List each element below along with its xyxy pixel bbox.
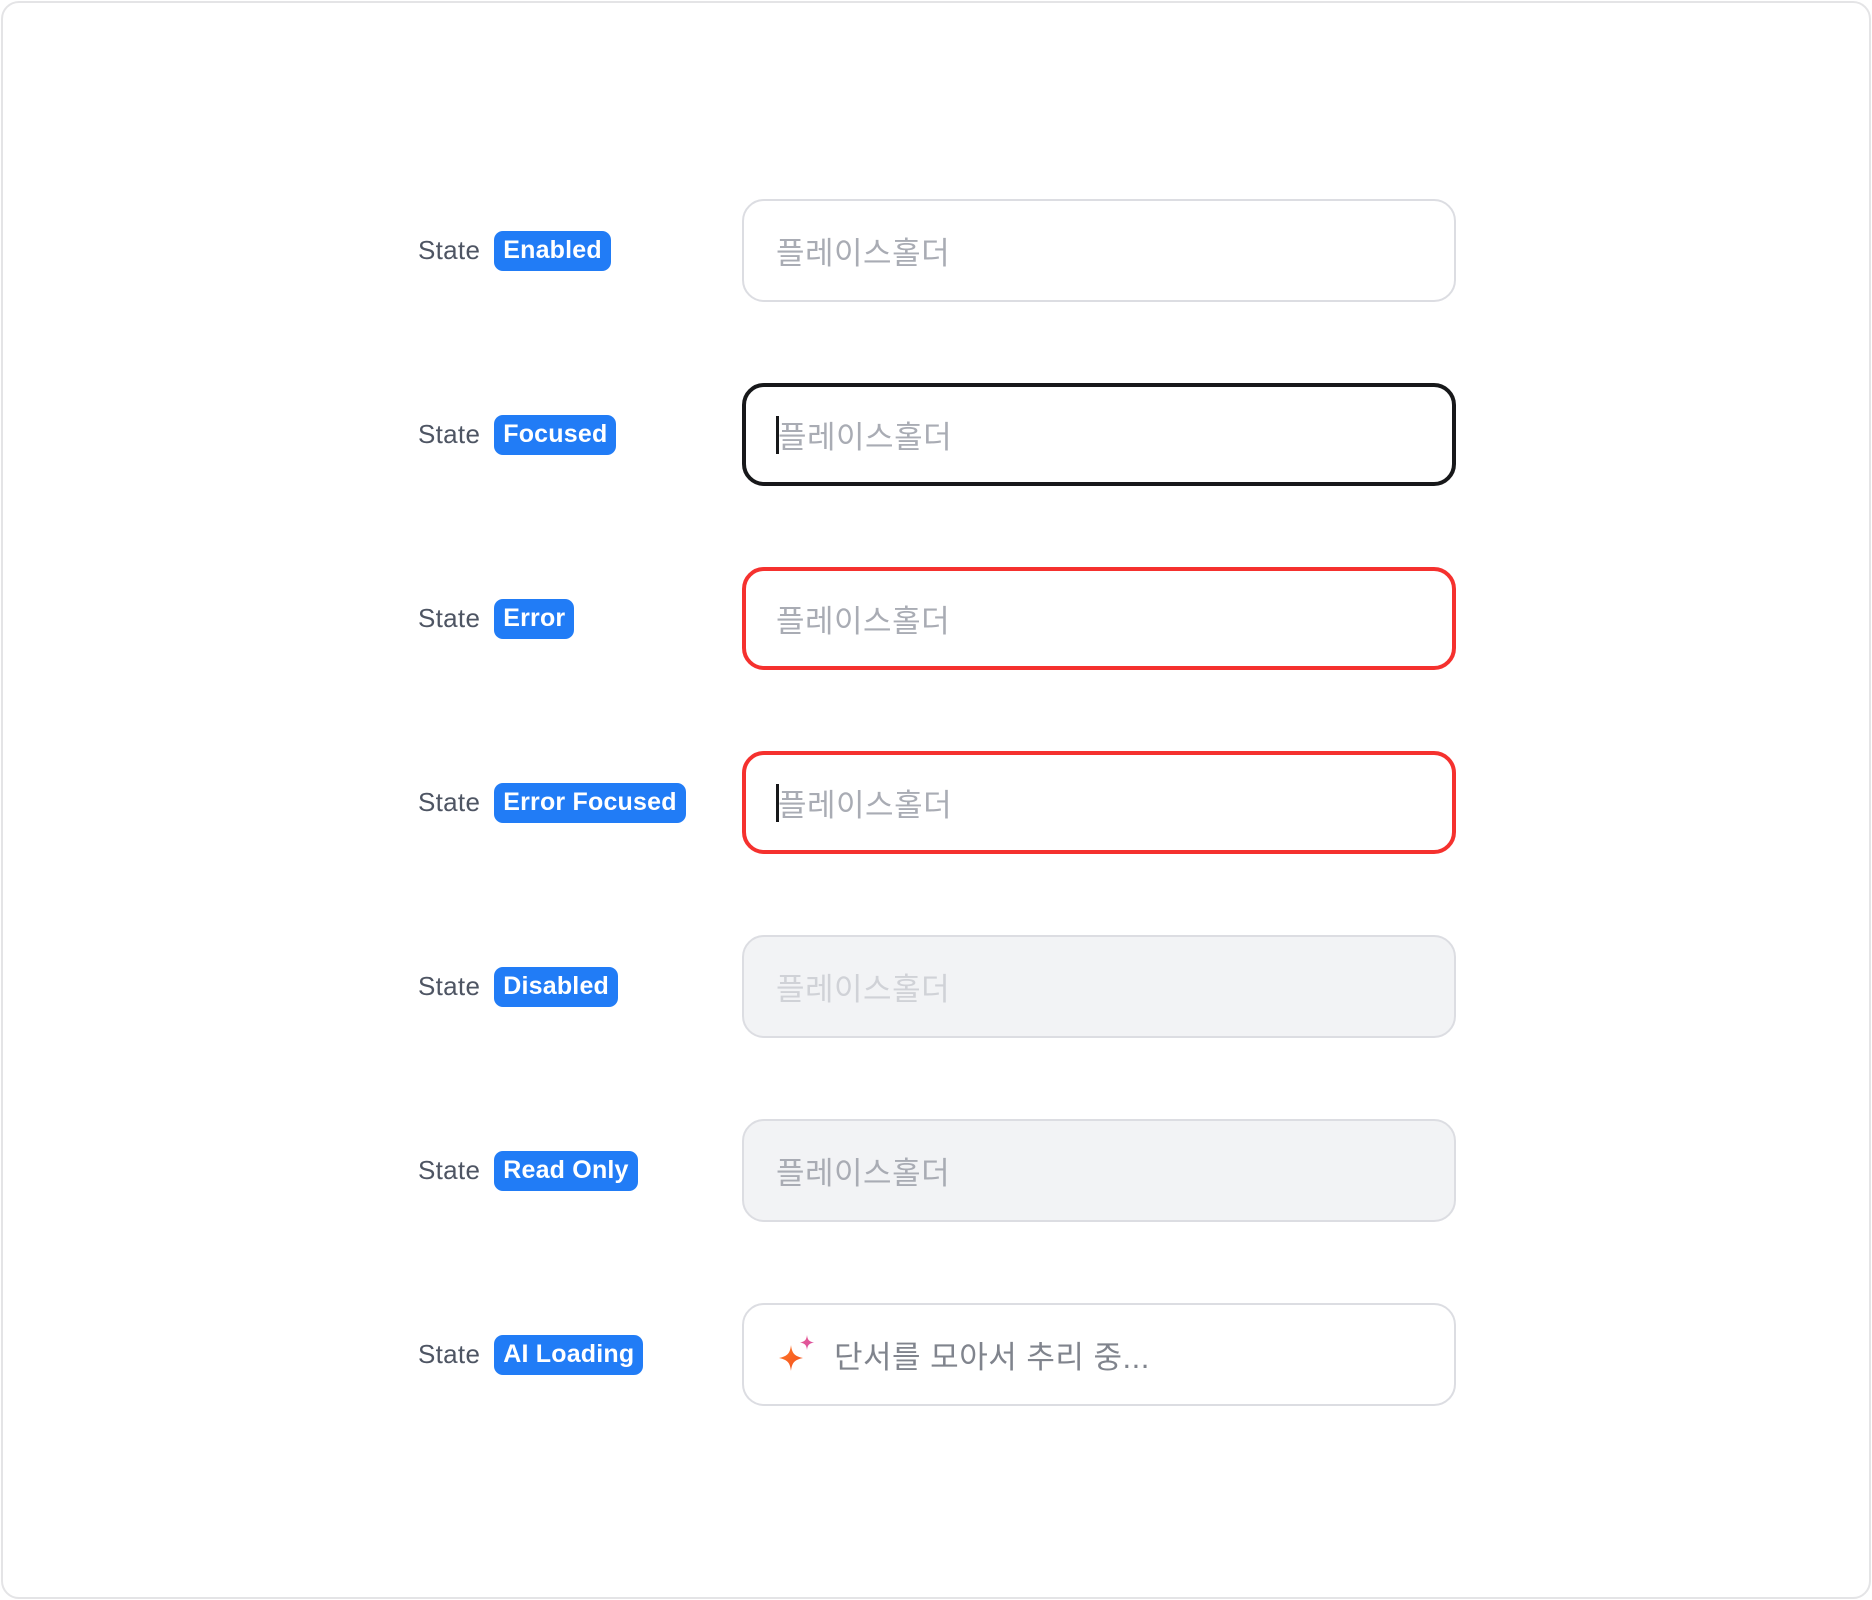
text-input-focused[interactable]: 플레이스홀더: [742, 383, 1456, 486]
sparkle-icon: [779, 1334, 814, 1371]
state-badge-error: Error: [494, 598, 575, 639]
ai-loading-text: 단서를 모아서 추리 중...: [834, 1340, 1150, 1375]
state-badge-disabled: Disabled: [494, 966, 619, 1007]
state-label: State: [418, 1155, 481, 1185]
state-badge-error-focused: Error Focused: [494, 782, 686, 823]
state-row-ai-loading: State AI Loading 단서를 모아서 추리 중...: [3, 1303, 1872, 1406]
state-row-error-focused: State Error Focused 플레이스홀더: [3, 751, 1872, 854]
state-row-focused: State Focused 플레이스홀더: [3, 383, 1872, 486]
state-label-group: State Error: [418, 567, 575, 670]
state-label-group: State Disabled: [418, 935, 619, 1038]
state-row-read-only: State Read Only 플레이스홀더: [3, 1119, 1872, 1222]
state-label-group: State Focused: [418, 383, 617, 486]
state-label: State: [418, 603, 481, 633]
state-label-group: State Read Only: [418, 1119, 638, 1222]
input-placeholder: 플레이스홀더: [778, 788, 953, 823]
state-label: State: [418, 419, 481, 449]
text-input-error-focused[interactable]: 플레이스홀더: [742, 751, 1456, 854]
input-placeholder: 플레이스홀더: [776, 972, 951, 1007]
text-caret: [776, 783, 779, 822]
state-badge-ai-loading: AI Loading: [494, 1334, 644, 1375]
state-label: State: [418, 1339, 481, 1369]
state-label-group: State AI Loading: [418, 1303, 644, 1406]
state-badge-focused: Focused: [494, 414, 617, 455]
input-placeholder: 플레이스홀더: [778, 420, 953, 455]
state-label-group: State Error Focused: [418, 751, 686, 854]
text-input-enabled[interactable]: 플레이스홀더: [742, 199, 1456, 302]
input-placeholder: 플레이스홀더: [776, 1156, 951, 1191]
text-input-read-only[interactable]: 플레이스홀더: [742, 1119, 1456, 1222]
state-label-group: State Enabled: [418, 199, 611, 302]
text-input-error[interactable]: 플레이스홀더: [742, 567, 1456, 670]
state-label: State: [418, 787, 481, 817]
state-row-error: State Error 플레이스홀더: [3, 567, 1872, 670]
input-placeholder: 플레이스홀더: [776, 604, 951, 639]
state-badge-enabled: Enabled: [494, 230, 611, 271]
input-placeholder: 플레이스홀더: [776, 236, 951, 271]
text-input-disabled: 플레이스홀더: [742, 935, 1456, 1038]
state-badge-read-only: Read Only: [494, 1150, 638, 1191]
state-row-disabled: State Disabled 플레이스홀더: [3, 935, 1872, 1038]
state-row-enabled: State Enabled 플레이스홀더: [3, 199, 1872, 302]
state-label: State: [418, 971, 481, 1001]
text-caret: [776, 415, 779, 454]
text-input-ai-loading[interactable]: 단서를 모아서 추리 중...: [742, 1303, 1456, 1406]
state-label: State: [418, 235, 481, 265]
